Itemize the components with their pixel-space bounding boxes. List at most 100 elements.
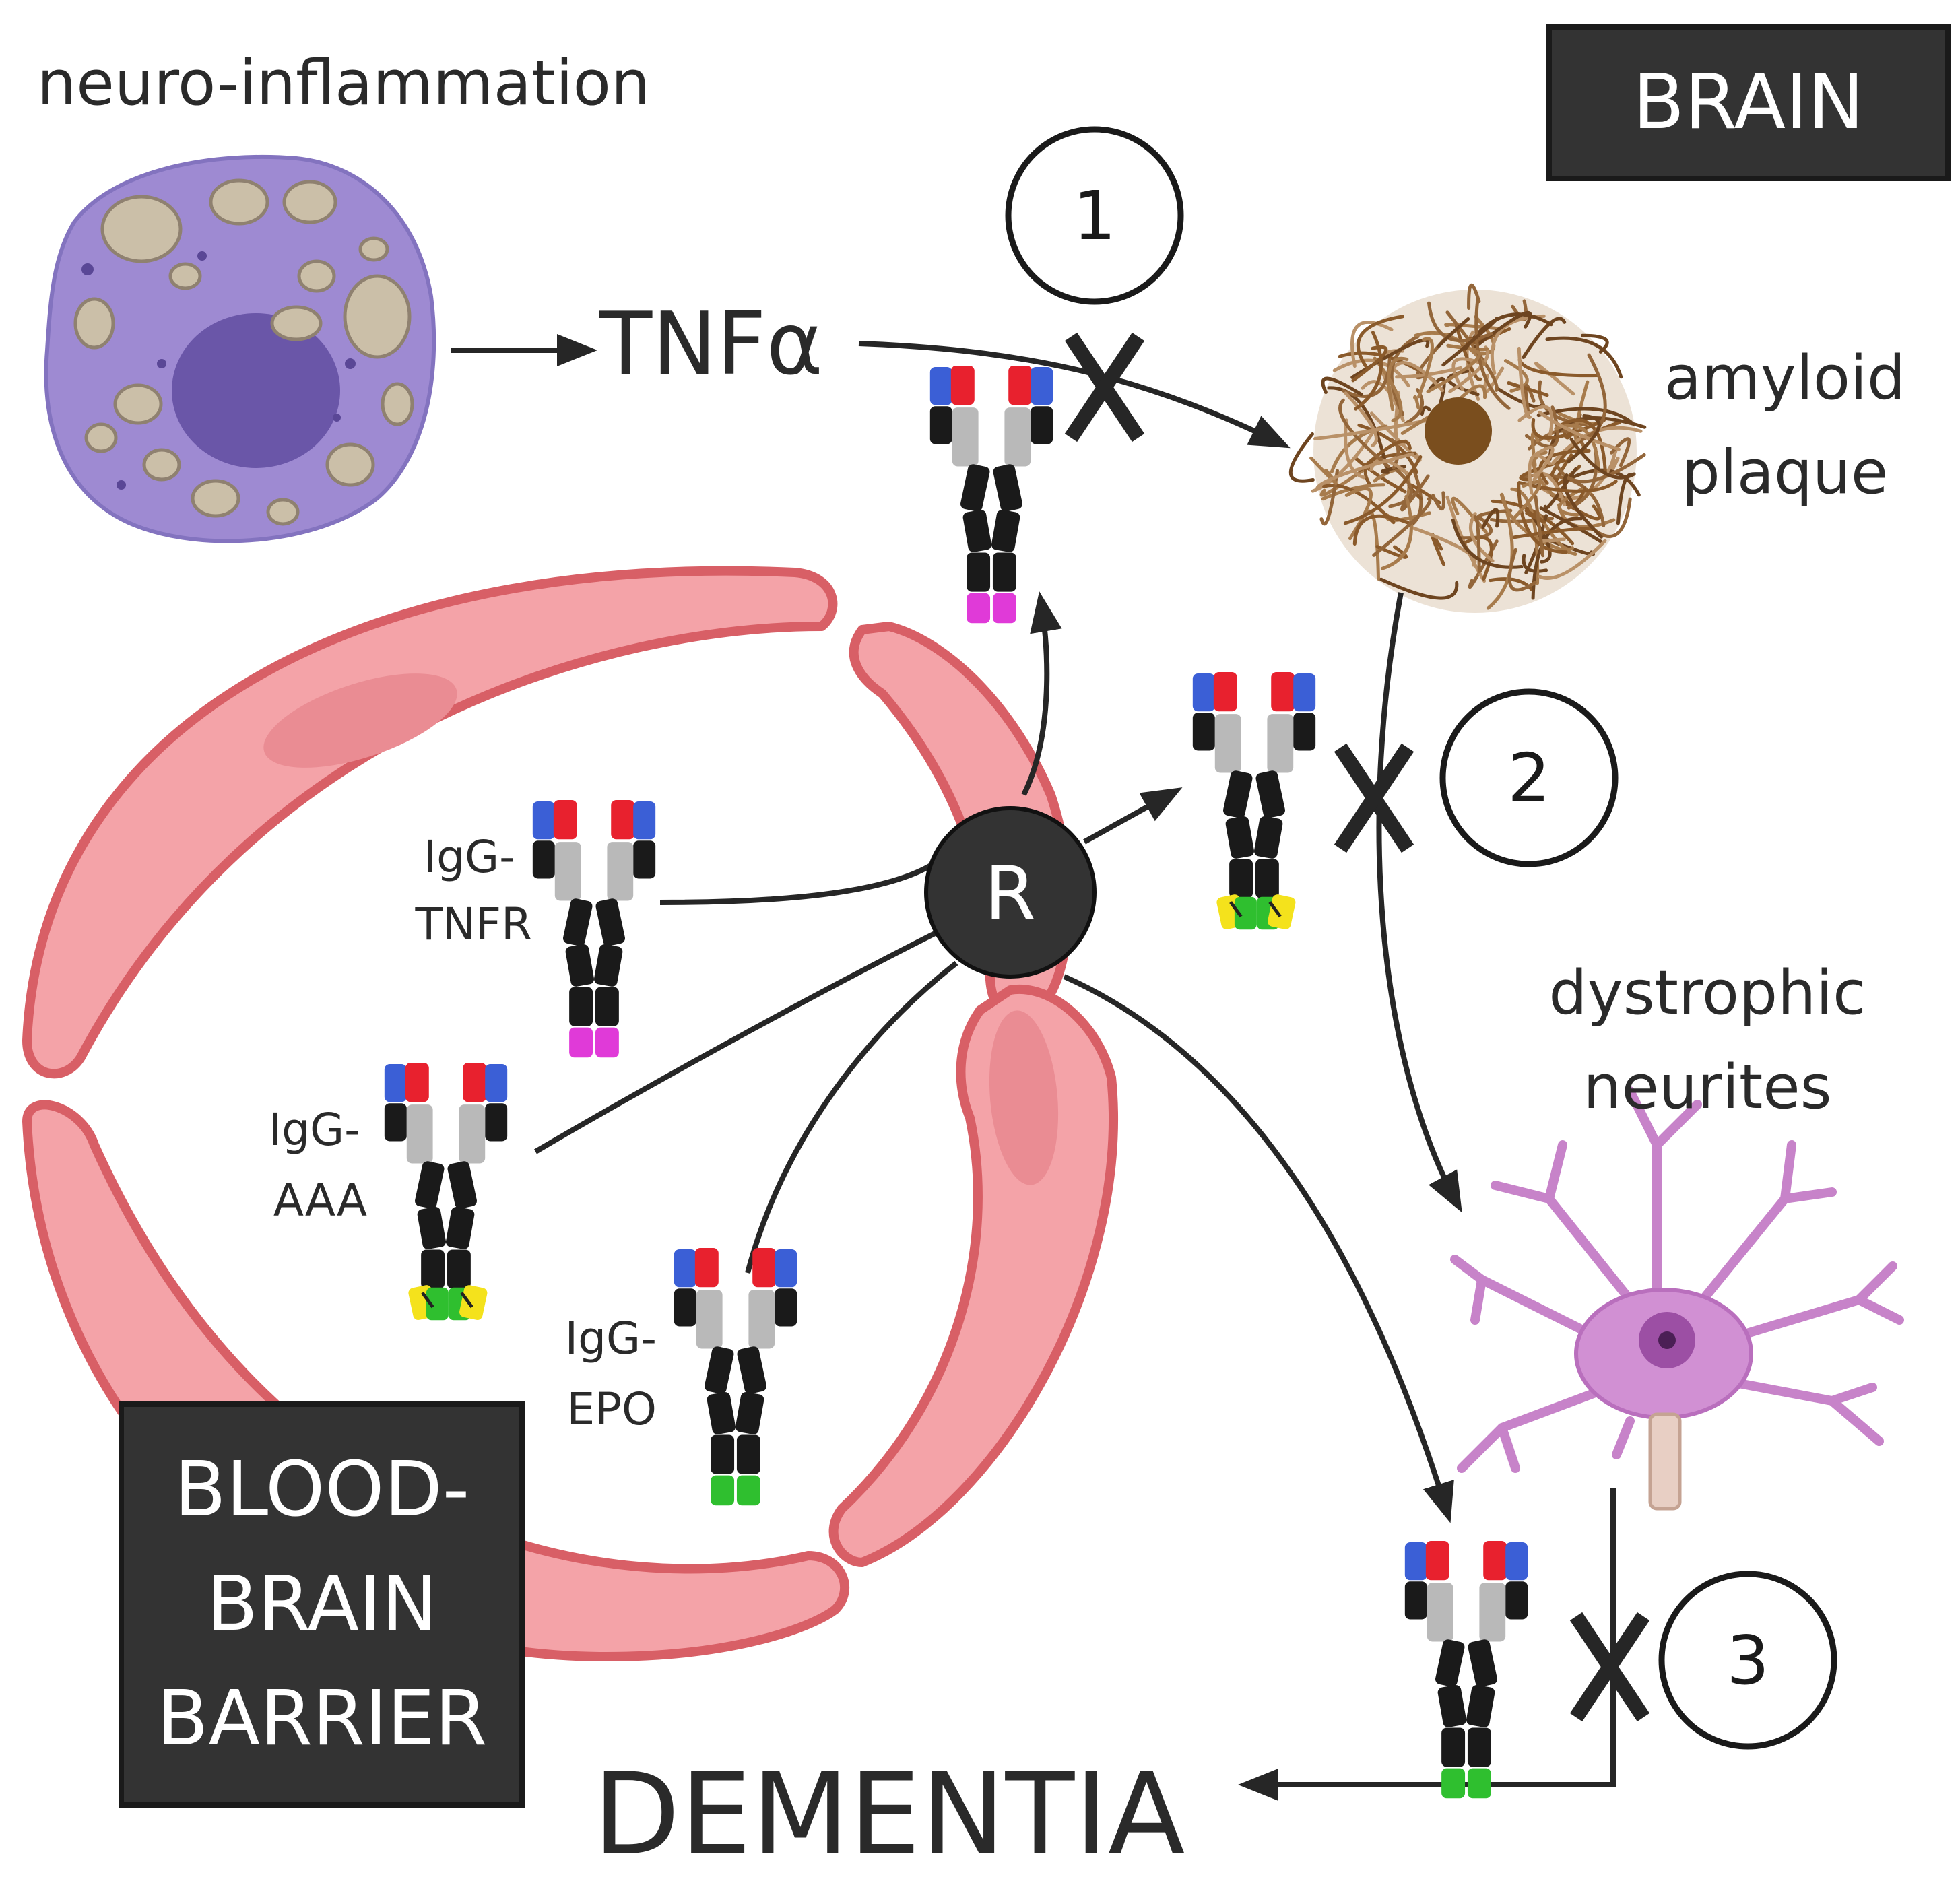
amyloid-fiber	[1522, 554, 1548, 573]
amyloid-fiber	[1512, 527, 1596, 539]
step-circle-1	[1005, 126, 1184, 305]
amyloid-fiber	[1522, 473, 1606, 527]
antibody-tnfr-brain	[929, 366, 1053, 624]
step-circle-2	[1439, 688, 1619, 867]
arrow-receptor-to-antibody-3	[1063, 974, 1454, 1523]
microglia-cell	[44, 154, 436, 543]
amyloid-fiber	[1499, 493, 1577, 556]
igg-tnfr-label: TNFR	[414, 898, 532, 950]
bbb-label: BRAIN	[206, 1560, 438, 1648]
amyloid-fiber	[1610, 437, 1631, 467]
amyloid-fiber	[1288, 432, 1315, 483]
amyloid-fiber	[1538, 539, 1607, 580]
amyloid-fiber	[1474, 298, 1511, 410]
amyloid-fiber	[1387, 356, 1409, 411]
amyloid-fiber	[1454, 325, 1482, 381]
antibody-igg-tnfr	[532, 800, 656, 1058]
receptor: R	[924, 806, 1097, 979]
amyloid-fiber	[1538, 410, 1621, 451]
endothelial-cell-right	[828, 984, 1118, 1567]
amyloid-fiber	[1420, 405, 1431, 416]
amyloid-fiber	[1428, 376, 1446, 405]
amyloid-fiber	[1327, 386, 1388, 469]
neuron-axon	[1648, 1412, 1682, 1511]
amyloid-fiber	[1344, 391, 1378, 447]
step-circle-3	[1658, 1571, 1837, 1750]
amyloid-fiber	[1446, 343, 1489, 352]
amyloid-fiber	[1343, 455, 1423, 525]
amyloid-fiber	[1581, 353, 1607, 441]
amyloid-fiber	[1517, 482, 1568, 554]
neuro-inflammation-label: neuro-inflammation	[37, 47, 650, 119]
brain-box: BRAIN	[1546, 24, 1951, 181]
amyloid-fiber	[1315, 452, 1414, 491]
amyloid-fiber	[1357, 315, 1404, 368]
dystrophic-neurites-label: neurites	[1583, 1052, 1831, 1123]
igg-aaa-label: AAA	[273, 1175, 367, 1226]
amyloid-fiber	[1379, 577, 1459, 600]
amyloid-fiber	[1565, 468, 1641, 497]
amyloid-fiber	[1524, 405, 1560, 449]
amyloid-fiber	[1534, 362, 1575, 396]
step-number-1: 1	[1073, 176, 1116, 255]
brain-label: BRAIN	[1633, 59, 1864, 146]
amyloid-fiber	[1467, 284, 1481, 310]
amyloid-fiber	[1437, 317, 1470, 348]
amyloid-fiber	[1431, 491, 1445, 511]
plaque-core	[1425, 397, 1492, 465]
block-mark-2	[1334, 743, 1414, 853]
amyloid-fiber	[1441, 317, 1499, 367]
amyloid-fiber	[1388, 468, 1414, 508]
neuron	[1450, 1086, 1904, 1511]
igg-tnfr-label: IgG-	[424, 831, 515, 883]
amyloid-fiber	[1351, 345, 1388, 383]
amyloid-fiber	[1400, 474, 1430, 512]
step-number-2: 2	[1507, 739, 1550, 818]
amyloid-fiber	[1344, 418, 1366, 480]
tnf-alpha-label: TNFα	[599, 294, 823, 395]
amyloid-fiber	[1566, 414, 1601, 464]
amyloid-fiber	[1539, 506, 1603, 543]
amyloid-fiber	[1321, 376, 1363, 397]
amyloid-fiber	[1481, 508, 1500, 529]
endothelial-cell-top	[22, 566, 838, 1079]
amyloid-fiber	[1563, 473, 1603, 539]
endothelial-nucleus	[989, 1010, 1059, 1185]
antibody-igg-epo	[674, 1248, 797, 1506]
igg-epo-label: IgG-	[565, 1313, 657, 1364]
amyloid-fiber	[1469, 512, 1495, 563]
igg-aaa-label: IgG-	[269, 1104, 360, 1156]
step-number-3: 3	[1726, 1621, 1769, 1700]
arrow-receptor-to-antibody-2	[1083, 787, 1183, 845]
amyloid-fiber	[1524, 508, 1546, 524]
antibody-epo-brain	[1404, 1541, 1528, 1799]
amyloid-fiber	[1503, 359, 1529, 393]
amyloid-fiber	[1354, 331, 1383, 411]
amyloid-fiber	[1380, 494, 1413, 570]
antibody-aaa-brain	[1192, 672, 1316, 930]
amyloid-fiber	[1372, 497, 1432, 557]
amyloid-fiber	[1507, 381, 1549, 397]
amyloid-fiber	[1338, 398, 1390, 468]
amyloid-fiber	[1426, 349, 1481, 393]
amyloid-fiber	[1410, 525, 1477, 567]
arrow-receptor-to-antibody-1	[1021, 591, 1062, 796]
amyloid-plaque-label: plaque	[1682, 437, 1889, 508]
amyloid-fiber	[1517, 480, 1618, 493]
amyloid-fiber	[1569, 438, 1636, 480]
arrow-plaque-to-neurites	[1376, 592, 1462, 1213]
bbb-label: BARRIER	[157, 1675, 488, 1762]
amyloid-fiber	[1555, 453, 1646, 484]
block-mark-3	[1569, 1612, 1650, 1722]
igg-epo-label: EPO	[567, 1383, 657, 1435]
amyloid-fiber	[1350, 321, 1394, 368]
amyloid-fiber	[1311, 427, 1377, 493]
amyloid-fiber	[1373, 356, 1403, 422]
amyloid-fiber	[1557, 488, 1583, 517]
amyloid-fiber	[1309, 456, 1338, 485]
microglia-nucleus	[172, 313, 340, 468]
bbb-label: BLOOD-	[174, 1446, 469, 1533]
amyloid-fiber	[1417, 337, 1434, 399]
